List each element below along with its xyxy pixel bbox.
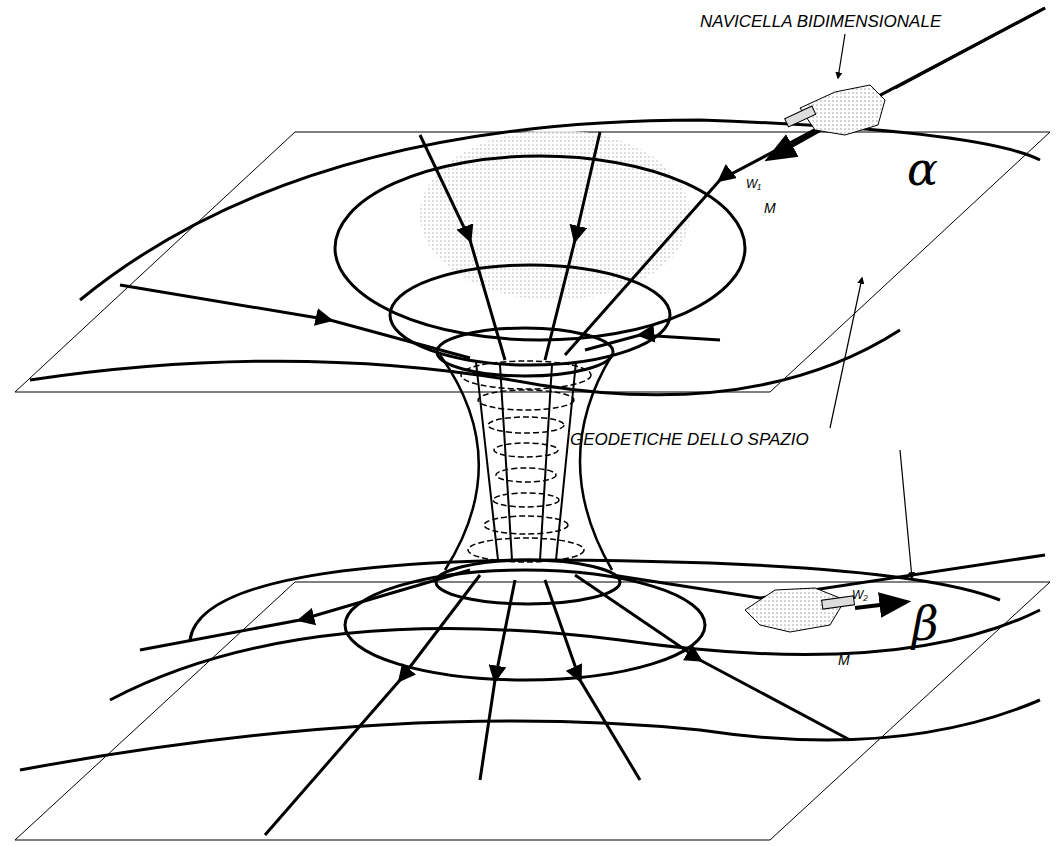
universe-label: α <box>905 145 940 193</box>
callout-label: GEODETICHE DELLO SPAZIO <box>568 430 811 449</box>
universe-label: β <box>910 600 941 648</box>
callout-label: NAVICELLA BIDIMENSIONALE <box>698 12 943 31</box>
mass-label: M <box>762 200 778 216</box>
velocity-label: W₂ <box>850 588 870 602</box>
velocity-label: W₁ <box>744 177 763 191</box>
mass-label: M <box>836 652 852 668</box>
